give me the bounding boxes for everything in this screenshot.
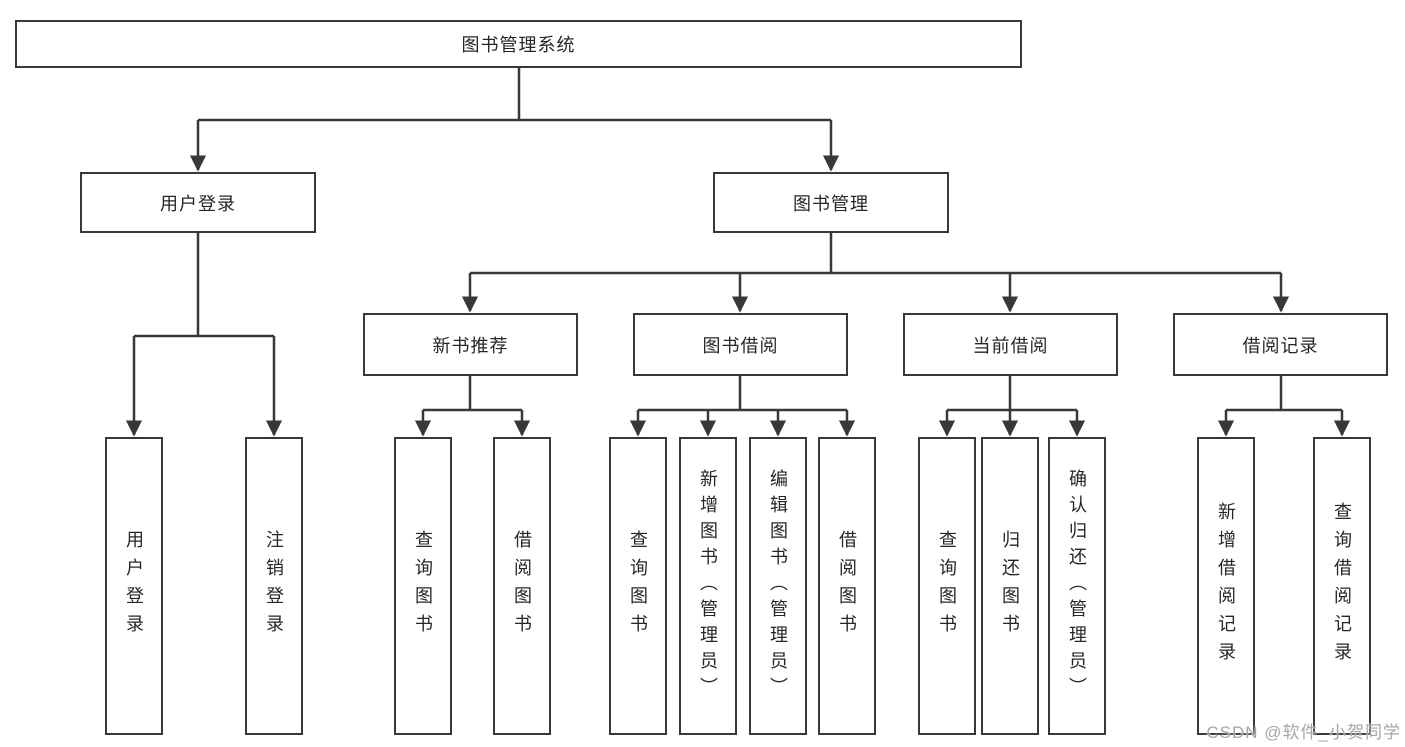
watermark: CSDN @软件_小贺同学 [1206,723,1401,742]
leaf-borrow-books-2-label: 借阅图书 [837,530,857,642]
leaf-return-books-label: 归还图书 [1000,530,1020,642]
connector-new-book-recommend [423,376,522,412]
leaf-query-books-3-label: 查询图书 [937,530,957,642]
leaf-user-login-label: 用户登录 [124,530,144,642]
leaf-query-books-2-label: 查询图书 [628,530,648,642]
node-book-borrow-label: 图书借阅 [702,335,779,356]
leaf-logout-login: 注销登录 [245,437,303,735]
node-book-management-label: 图书管理 [793,193,869,214]
leaf-query-borrow-record: 查询借阅记录 [1313,437,1371,735]
leaf-add-borrow-record: 新增借阅记录 [1197,437,1255,735]
connector-book-borrow [638,376,847,412]
node-root-label: 图书管理系统 [461,35,576,55]
node-user-login: 用户登录 [80,172,316,233]
leaf-logout-login-label: 注销登录 [264,530,284,642]
node-book-borrow: 图书借阅 [633,313,848,376]
leaf-add-borrow-record-label: 新增借阅记录 [1216,502,1236,670]
leaf-query-books-2: 查询图书 [609,437,667,735]
leaf-return-books: 归还图书 [981,437,1039,735]
node-book-management: 图书管理 [713,172,949,233]
leaf-add-book-admin: 新增图书（管理员） [679,437,737,735]
leaf-add-book-admin-label: 新增图书（管理员） [698,469,718,703]
leaf-query-books-3: 查询图书 [918,437,976,735]
node-borrow-records-label: 借阅记录 [1242,335,1319,356]
leaf-user-login: 用户登录 [105,437,163,735]
node-new-book-recommend: 新书推荐 [363,313,578,376]
connector-book-management [470,233,1281,275]
node-new-book-recommend-label: 新书推荐 [432,335,509,356]
connector-root [198,68,831,122]
leaf-confirm-return-admin: 确认归还（管理员） [1048,437,1106,735]
connector-user-login [134,233,274,338]
leaf-edit-book-admin: 编辑图书（管理员） [749,437,807,735]
leaf-borrow-books-1: 借阅图书 [493,437,551,735]
leaf-confirm-return-admin-label: 确认归还（管理员） [1067,469,1087,703]
node-user-login-label: 用户登录 [160,193,236,214]
leaf-query-borrow-record-label: 查询借阅记录 [1332,502,1352,670]
node-current-borrow-label: 当前借阅 [972,335,1049,356]
leaf-query-books-1: 查询图书 [394,437,452,735]
node-current-borrow: 当前借阅 [903,313,1118,376]
leaf-borrow-books-2: 借阅图书 [818,437,876,735]
connector-current-borrow [947,376,1077,412]
node-root: 图书管理系统 [15,20,1022,68]
node-borrow-records: 借阅记录 [1173,313,1388,376]
connector-borrow-records [1226,376,1342,412]
leaf-edit-book-admin-label: 编辑图书（管理员） [768,469,788,703]
leaf-borrow-books-1-label: 借阅图书 [512,530,532,642]
leaf-query-books-1-label: 查询图书 [413,530,433,642]
